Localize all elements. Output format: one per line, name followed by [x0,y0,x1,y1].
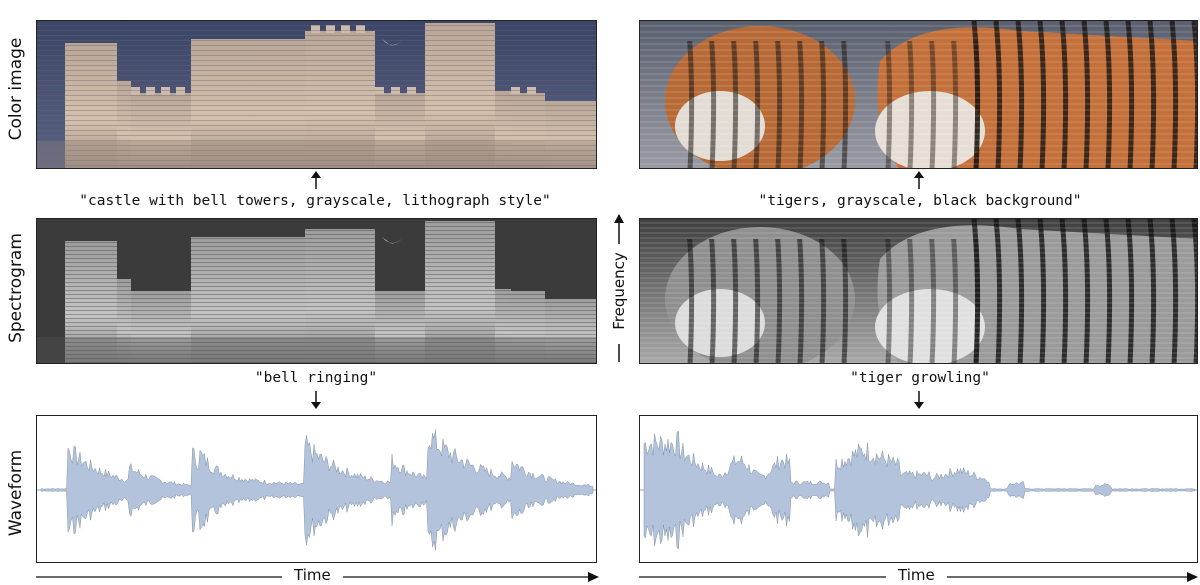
left-image-prompt: "castle with bell towers, grayscale, lit… [79,193,551,209]
tiger-waveform [639,415,1198,563]
right-image-prompt: "tigers, grayscale, black background" [758,193,1082,209]
frequency-axis-label: Frequency [610,252,628,330]
tigers-color-image [639,20,1198,169]
row-label-spectrogram: Spectrogram [6,233,26,343]
bell-waveform [36,415,597,563]
right-audio-prompt: "tiger growling" [850,370,990,386]
waveform-shape [40,429,594,551]
down-arrow-icon [311,391,321,409]
tigers-spectrogram [639,218,1198,364]
time-label-right: Time [886,566,947,584]
down-arrow-icon [914,391,924,409]
row-label-waveform: Waveform [6,449,26,537]
castle-spectrogram [36,218,597,364]
frequency-axis-arrow [614,214,624,362]
waveform-shape [643,430,1195,550]
castle-color-image [36,20,597,169]
up-arrow-icon [914,171,924,189]
up-arrow-icon [311,171,321,189]
row-label-color-image: Color image [6,37,26,141]
left-audio-prompt: "bell ringing" [254,370,378,386]
time-label-left: Time [282,566,343,584]
